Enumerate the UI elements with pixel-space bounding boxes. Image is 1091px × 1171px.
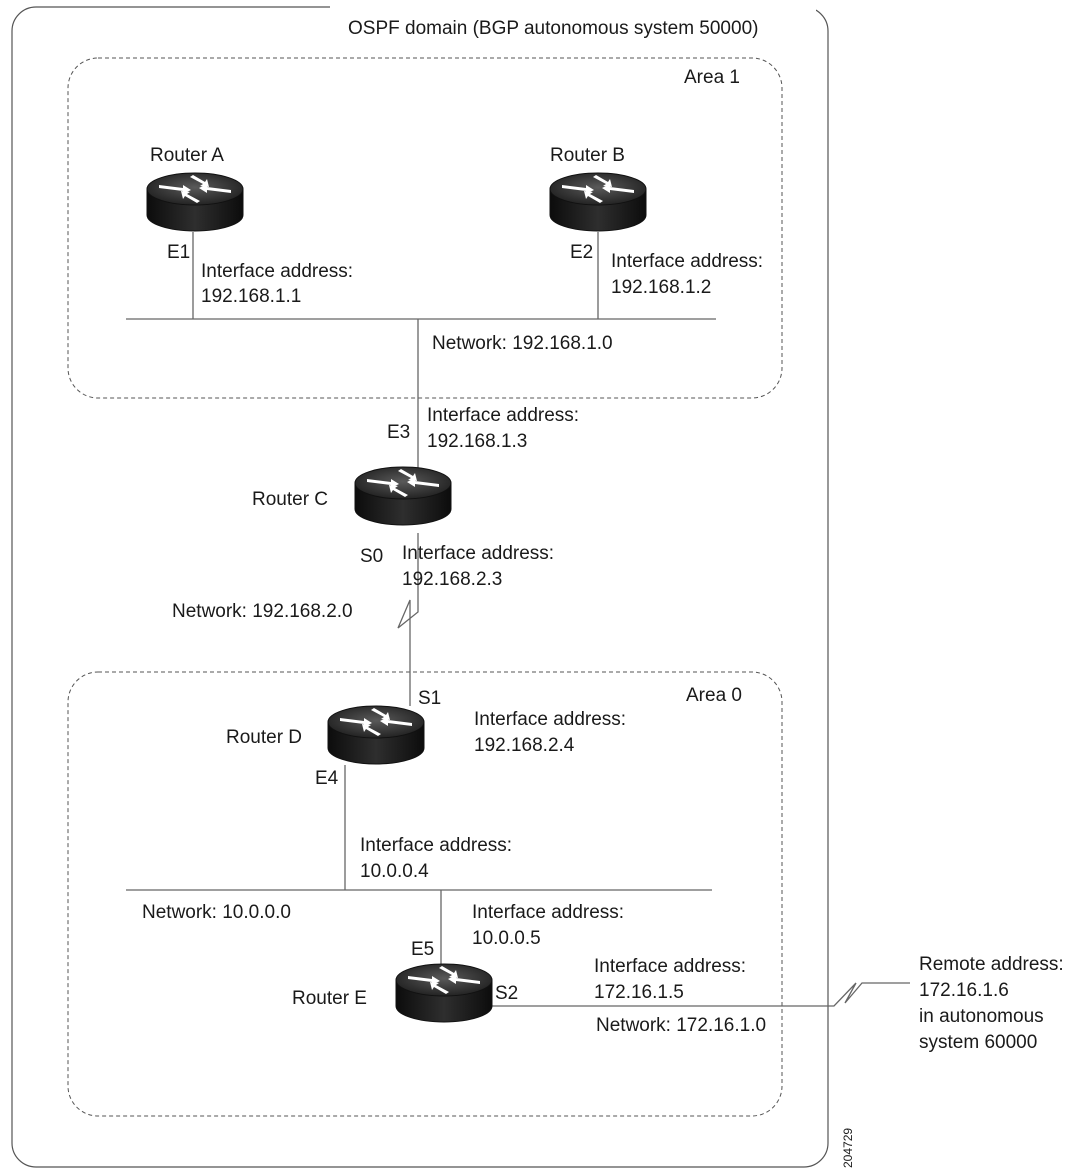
interface-e3-address: 192.168.1.3	[427, 431, 527, 452]
interface-e5-name: E5	[411, 939, 434, 960]
router-b-name: Router B	[550, 145, 625, 166]
router-e-name: Router E	[292, 988, 367, 1009]
network-172-16-1-0-label: Network: 172.16.1.0	[596, 1015, 766, 1036]
interface-e4-heading: Interface address:	[360, 835, 512, 856]
router-c-icon	[354, 466, 452, 526]
interface-s2-heading: Interface address:	[594, 956, 746, 977]
interface-s2-address: 172.16.1.5	[594, 982, 684, 1003]
remote-address-line-4: system 60000	[919, 1032, 1037, 1053]
router-b-icon	[549, 172, 647, 232]
figure-id: 204729	[841, 1128, 855, 1168]
router-c-name: Router C	[252, 489, 328, 510]
area-0-label: Area 0	[686, 685, 742, 706]
interface-e4-name: E4	[315, 768, 339, 789]
interface-e4-address: 10.0.0.4	[360, 861, 429, 882]
interface-e3-name: E3	[387, 422, 410, 443]
network-10-0-0-0-label: Network: 10.0.0.0	[142, 902, 291, 923]
serial-link-e-remote	[492, 982, 910, 1007]
router-e-icon	[395, 963, 493, 1023]
interface-s0-address: 192.168.2.3	[402, 569, 502, 590]
network-192-168-1-0-label: Network: 192.168.1.0	[432, 333, 613, 354]
network-192-168-2-0-label: Network: 192.168.2.0	[172, 601, 353, 622]
interface-e5-heading: Interface address:	[472, 902, 624, 923]
router-a-name: Router A	[150, 145, 224, 166]
serial-link-c-d	[397, 533, 419, 706]
router-d-icon	[327, 705, 425, 765]
interface-s1-name: S1	[418, 688, 441, 709]
interface-s1-address: 192.168.2.4	[474, 735, 575, 756]
interface-e1-heading: Interface address:	[201, 261, 353, 282]
interface-e2-heading: Interface address:	[611, 251, 763, 272]
interface-e5-address: 10.0.0.5	[472, 928, 541, 949]
router-a-icon	[146, 172, 244, 232]
interface-s2-name: S2	[495, 983, 518, 1004]
remote-address-line-1: Remote address:	[919, 954, 1064, 975]
interface-e1-address: 192.168.1.1	[201, 286, 301, 307]
area-1-label: Area 1	[684, 67, 740, 88]
area-0-boundary	[67, 671, 783, 1117]
interface-e2-name: E2	[570, 242, 593, 263]
ospf-domain-title: OSPF domain (BGP autonomous system 50000…	[348, 18, 758, 39]
interface-e2-address: 192.168.1.2	[611, 277, 711, 298]
remote-address-line-3: in autonomous	[919, 1006, 1044, 1027]
router-d-name: Router D	[226, 727, 302, 748]
area-1-boundary	[67, 57, 783, 399]
remote-address-line-2: 172.16.1.6	[919, 980, 1009, 1001]
interface-e1-name: E1	[167, 242, 190, 263]
interface-s1-heading: Interface address:	[474, 709, 626, 730]
interface-s0-name: S0	[360, 546, 383, 567]
interface-e3-heading: Interface address:	[427, 405, 579, 426]
interface-s0-heading: Interface address:	[402, 543, 554, 564]
